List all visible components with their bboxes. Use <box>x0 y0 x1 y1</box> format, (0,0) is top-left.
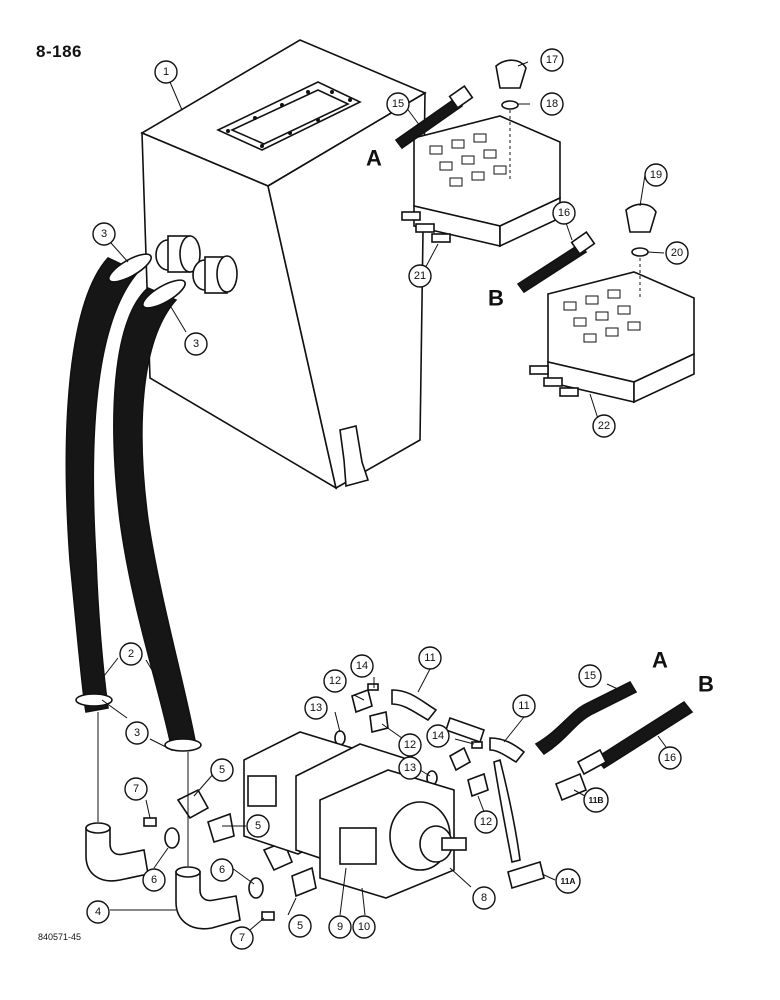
callout-17: 17 <box>540 48 564 72</box>
callout-1: 1 <box>154 60 178 84</box>
figure-code: 840571-45 <box>38 932 82 942</box>
svg-text:17: 17 <box>546 54 558 66</box>
svg-text:3: 3 <box>193 338 199 350</box>
callout-14-mid: 14 <box>426 724 450 748</box>
svg-text:15: 15 <box>392 98 404 110</box>
svg-text:12: 12 <box>404 739 416 751</box>
svg-text:5: 5 <box>297 920 303 932</box>
svg-text:12: 12 <box>329 675 341 687</box>
hose-end-label-a-valve: A <box>366 146 382 171</box>
svg-text:3: 3 <box>134 727 140 739</box>
callout-13-left: 13 <box>304 696 328 720</box>
callout-11-top: 11 <box>418 646 442 670</box>
callout-4: 4 <box>86 900 110 924</box>
callout-19: 19 <box>644 163 668 187</box>
callout-12-top: 12 <box>323 669 347 693</box>
callout-2: 2 <box>119 642 143 666</box>
svg-text:22: 22 <box>598 420 610 432</box>
callout-18: 18 <box>540 92 564 116</box>
callout-5-top: 5 <box>210 758 234 782</box>
svg-text:9: 9 <box>337 921 343 933</box>
svg-text:5: 5 <box>219 764 225 776</box>
callout-3-top: 3 <box>92 222 116 246</box>
pressure-hose-16 <box>576 700 694 776</box>
fittings-11a-11b <box>507 772 588 890</box>
svg-text:13: 13 <box>310 702 322 714</box>
control-valve-21 <box>401 115 561 248</box>
callout-10: 10 <box>352 915 376 939</box>
control-valve-22 <box>529 271 695 404</box>
hydraulic-pump <box>243 731 467 899</box>
callout-20: 20 <box>665 241 689 265</box>
svg-text:10: 10 <box>358 921 370 933</box>
callout-7-bottom: 7 <box>230 926 254 950</box>
svg-text:11: 11 <box>518 700 529 712</box>
svg-text:12: 12 <box>480 816 492 828</box>
hydraulic-reservoir <box>140 39 427 490</box>
flange-clamps-12-14 <box>351 683 489 798</box>
suction-hose-left <box>65 257 140 713</box>
svg-text:4: 4 <box>95 906 101 918</box>
callout-9: 9 <box>328 915 352 939</box>
svg-text:15: 15 <box>584 670 596 682</box>
svg-text:8: 8 <box>481 892 487 904</box>
svg-text:11B: 11B <box>588 795 603 805</box>
callout-11-right: 11 <box>512 694 536 718</box>
callout-8: 8 <box>472 886 496 910</box>
callout-6-right: 6 <box>210 858 234 882</box>
page-number: 8-186 <box>36 42 82 61</box>
svg-text:11: 11 <box>424 652 435 664</box>
callout-15-bottom: 15 <box>578 664 602 688</box>
callout-12-bottom: 12 <box>474 810 498 834</box>
svg-text:11A: 11A <box>560 876 575 886</box>
svg-text:6: 6 <box>219 864 225 876</box>
callout-16-bottom: 16 <box>658 746 682 770</box>
callout-11b: 11B <box>583 787 609 813</box>
callout-7-top: 7 <box>124 777 148 801</box>
svg-text:13: 13 <box>404 762 416 774</box>
svg-text:16: 16 <box>664 752 676 764</box>
svg-text:5: 5 <box>255 820 261 832</box>
svg-text:16: 16 <box>558 207 570 219</box>
hose-end-label-b-valve: B <box>488 286 504 311</box>
svg-text:21: 21 <box>414 270 426 282</box>
svg-text:2: 2 <box>128 648 134 660</box>
svg-text:20: 20 <box>671 247 683 259</box>
callout-15-top: 15 <box>386 92 410 116</box>
callout-6-left: 6 <box>142 868 166 892</box>
svg-text:1: 1 <box>163 66 169 78</box>
callout-3-bottom: 3 <box>125 721 149 745</box>
valve-inlet-fittings <box>394 59 657 294</box>
callout-13-right: 13 <box>398 756 422 780</box>
callout-21: 21 <box>408 264 432 288</box>
pressure-tubes-11 <box>391 689 526 863</box>
callout-12-mid: 12 <box>398 733 422 757</box>
svg-text:7: 7 <box>133 783 139 795</box>
svg-text:19: 19 <box>650 169 662 181</box>
suction-elbows <box>85 822 241 930</box>
hose-end-label-b-pump: B <box>698 672 714 697</box>
svg-text:3: 3 <box>101 228 107 240</box>
leader-lines <box>97 61 667 931</box>
svg-text:14: 14 <box>432 730 444 742</box>
hose-clamps <box>75 253 202 752</box>
callout-16-top: 16 <box>552 201 576 225</box>
callout-5-mid: 5 <box>246 814 270 838</box>
svg-text:18: 18 <box>546 98 558 110</box>
hose-end-label-a-pump: A <box>652 648 668 673</box>
callout-14-top: 14 <box>350 654 374 678</box>
callout-22: 22 <box>592 414 616 438</box>
svg-text:6: 6 <box>151 874 157 886</box>
svg-text:7: 7 <box>239 932 245 944</box>
pressure-hose-15 <box>534 680 638 756</box>
callout-5-bottom: 5 <box>288 914 312 938</box>
svg-text:14: 14 <box>356 660 368 672</box>
callout-11a: 11A <box>555 868 581 894</box>
callout-3-mid: 3 <box>184 332 208 356</box>
